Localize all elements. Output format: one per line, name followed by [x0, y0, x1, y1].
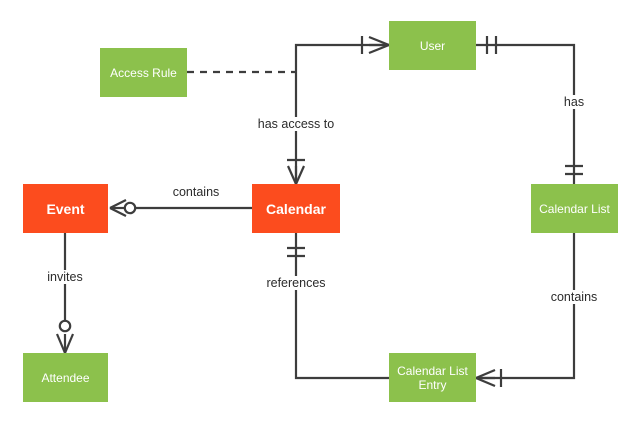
cardinality-calendar-bottom-one — [287, 246, 305, 258]
edge-label-invites: invites — [44, 270, 86, 284]
cardinality-user-right-one — [485, 36, 498, 54]
entity-calendar-list[interactable]: Calendar List — [531, 184, 618, 233]
cardinality-user-one-or-many — [360, 35, 390, 55]
cardinality-listentry-right-one-or-many — [475, 368, 503, 388]
edge-label-contains-list-entry: contains — [547, 290, 601, 304]
edge-label-contains-event-calendar: contains — [169, 185, 223, 199]
entity-attendee[interactable]: Attendee — [23, 353, 108, 402]
entity-label: Event — [46, 200, 85, 217]
entity-label: Calendar List Entry — [397, 363, 468, 392]
entity-label: Calendar List — [539, 201, 610, 216]
cardinality-attendee-zero-or-many — [55, 319, 75, 354]
entity-calendar-list-entry[interactable]: Calendar List Entry — [389, 353, 476, 402]
entity-user[interactable]: User — [389, 21, 476, 70]
edge-has-access-to — [294, 43, 389, 184]
edge-has-user-calendarlist — [476, 43, 576, 184]
entity-label: Access Rule — [110, 65, 177, 80]
cardinality-calendarlist-top-one — [565, 164, 583, 176]
cardinality-calendar-top-one-or-many — [286, 158, 306, 185]
entity-label: User — [419, 38, 446, 53]
edge-contains-list-entry — [476, 233, 576, 380]
entity-event[interactable]: Event — [23, 184, 108, 233]
edge-label-references: references — [263, 276, 329, 290]
edge-label-has-access-to: has access to — [254, 117, 338, 131]
edge-references — [294, 233, 389, 380]
cardinality-event-zero-or-many — [109, 199, 137, 217]
entity-access-rule[interactable]: Access Rule — [100, 48, 187, 97]
entity-calendar[interactable]: Calendar — [252, 184, 340, 233]
edge-label-has-user-calendarlist: has — [560, 95, 588, 109]
entity-label: Attendee — [41, 370, 90, 385]
entity-label: Calendar — [266, 200, 326, 217]
